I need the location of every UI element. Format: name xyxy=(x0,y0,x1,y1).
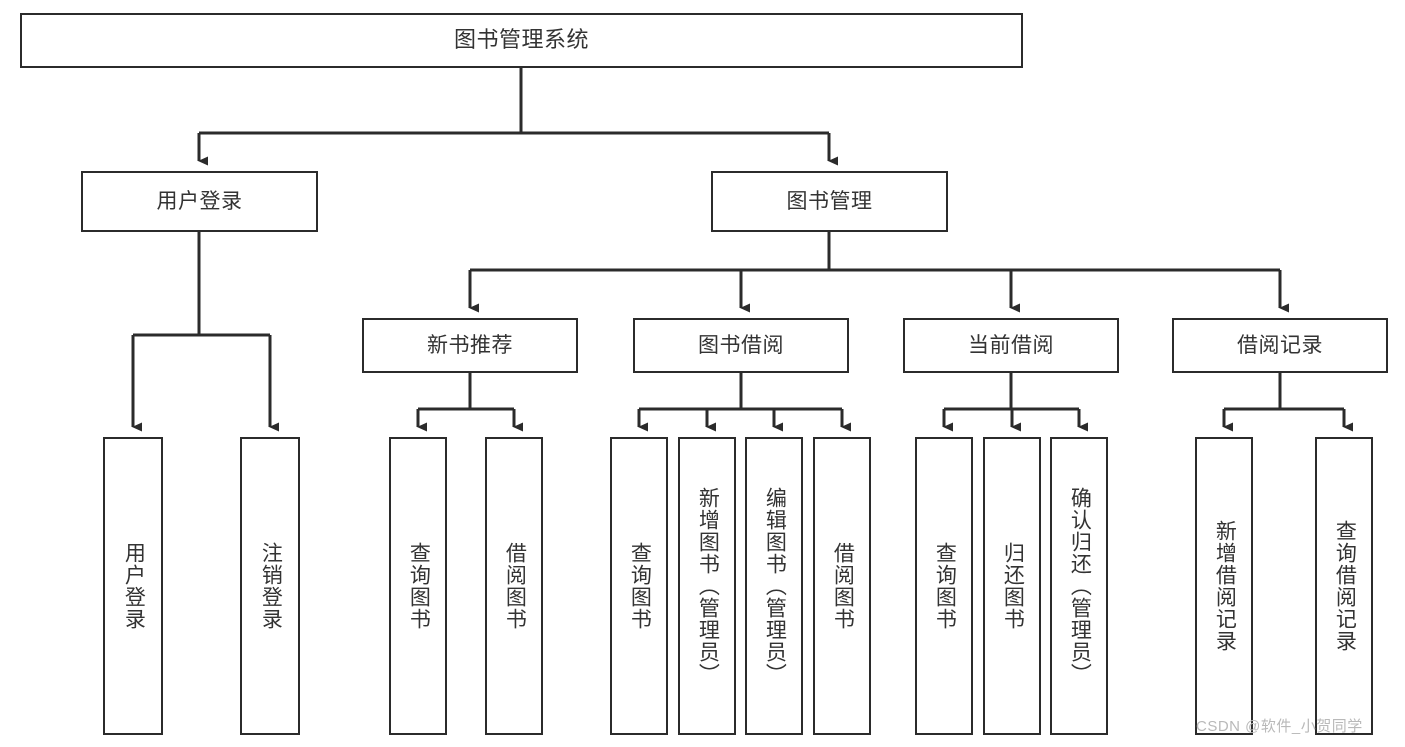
level2-node-label: 图书借阅 xyxy=(698,333,784,357)
level1-node-图书管理[interactable]: 图书管理 xyxy=(711,171,948,232)
leaf-node-label: 确认归还（管理员） xyxy=(1068,487,1092,685)
level2-node-借阅记录[interactable]: 借阅记录 xyxy=(1172,318,1388,373)
level1-node-label: 图书管理 xyxy=(786,189,873,213)
level1-node-label: 用户登录 xyxy=(156,189,243,213)
leaf-node-label: 借阅图书 xyxy=(503,542,527,630)
leaf-node-借阅图书[interactable]: 借阅图书 xyxy=(485,437,543,735)
leaf-node-label: 查询图书 xyxy=(933,542,957,630)
leaf-node-查询图书[interactable]: 查询图书 xyxy=(610,437,668,735)
level2-node-label: 新书推荐 xyxy=(427,333,513,357)
leaf-node-注销登录[interactable]: 注销登录 xyxy=(240,437,300,735)
leaf-node-label: 新增图书（管理员） xyxy=(696,487,720,685)
level2-node-新书推荐[interactable]: 新书推荐 xyxy=(362,318,578,373)
leaf-node-label: 注销登录 xyxy=(259,542,283,630)
leaf-node-借阅图书[interactable]: 借阅图书 xyxy=(813,437,871,735)
root-node-label: 图书管理系统 xyxy=(453,27,589,53)
leaf-node-label: 查询图书 xyxy=(628,542,652,630)
leaf-node-新增借阅记录[interactable]: 新增借阅记录 xyxy=(1195,437,1253,735)
leaf-node-label: 查询图书 xyxy=(407,542,431,630)
level2-node-图书借阅[interactable]: 图书借阅 xyxy=(633,318,849,373)
leaf-node-label: 查询借阅记录 xyxy=(1333,520,1357,652)
watermark-credit: CSDN @软件_小贺同学 xyxy=(1196,718,1363,735)
leaf-node-确认归还管理员[interactable]: 确认归还（管理员） xyxy=(1050,437,1108,735)
connector-lines xyxy=(131,68,1353,432)
leaf-node-label: 用户登录 xyxy=(122,542,146,630)
leaf-node-label: 编辑图书（管理员） xyxy=(763,487,787,685)
leaf-node-归还图书[interactable]: 归还图书 xyxy=(983,437,1041,735)
root-node-图书管理系统[interactable]: 图书管理系统 xyxy=(20,13,1023,68)
level2-node-label: 借阅记录 xyxy=(1237,333,1323,357)
leaf-node-label: 借阅图书 xyxy=(831,542,855,630)
leaf-node-新增图书管理员[interactable]: 新增图书（管理员） xyxy=(678,437,736,735)
leaf-node-label: 新增借阅记录 xyxy=(1213,520,1237,652)
level2-node-label: 当前借阅 xyxy=(968,333,1054,357)
leaf-node-查询借阅记录[interactable]: 查询借阅记录 xyxy=(1315,437,1373,735)
leaf-node-查询图书[interactable]: 查询图书 xyxy=(915,437,973,735)
leaf-node-查询图书[interactable]: 查询图书 xyxy=(389,437,447,735)
level2-node-当前借阅[interactable]: 当前借阅 xyxy=(903,318,1119,373)
leaf-node-编辑图书管理员[interactable]: 编辑图书（管理员） xyxy=(745,437,803,735)
leaf-node-用户登录[interactable]: 用户登录 xyxy=(103,437,163,735)
level1-node-用户登录[interactable]: 用户登录 xyxy=(81,171,318,232)
leaf-node-label: 归还图书 xyxy=(1001,542,1025,630)
